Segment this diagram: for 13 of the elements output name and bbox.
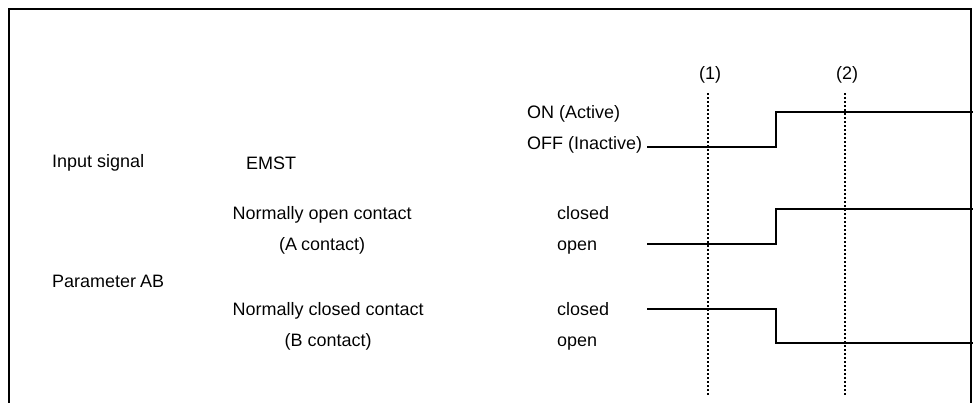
contact-type-label: Normally closed contact (B contact) xyxy=(231,298,425,352)
state-label: ON (Active) xyxy=(527,101,620,124)
signal-name: EMST xyxy=(246,152,296,175)
row-label: Parameter AB xyxy=(52,270,164,293)
state-label: open xyxy=(557,329,598,352)
state-label: closed xyxy=(557,298,610,321)
time-point-label: (2) xyxy=(835,62,859,85)
contact-type-label: Normally open contact (A contact) xyxy=(231,202,413,256)
row-label: Input signal xyxy=(52,150,144,173)
state-label: closed xyxy=(557,202,610,225)
state-label: OFF (Inactive) xyxy=(527,132,642,155)
time-point-label: (1) xyxy=(698,62,722,85)
state-label: open xyxy=(557,233,598,256)
